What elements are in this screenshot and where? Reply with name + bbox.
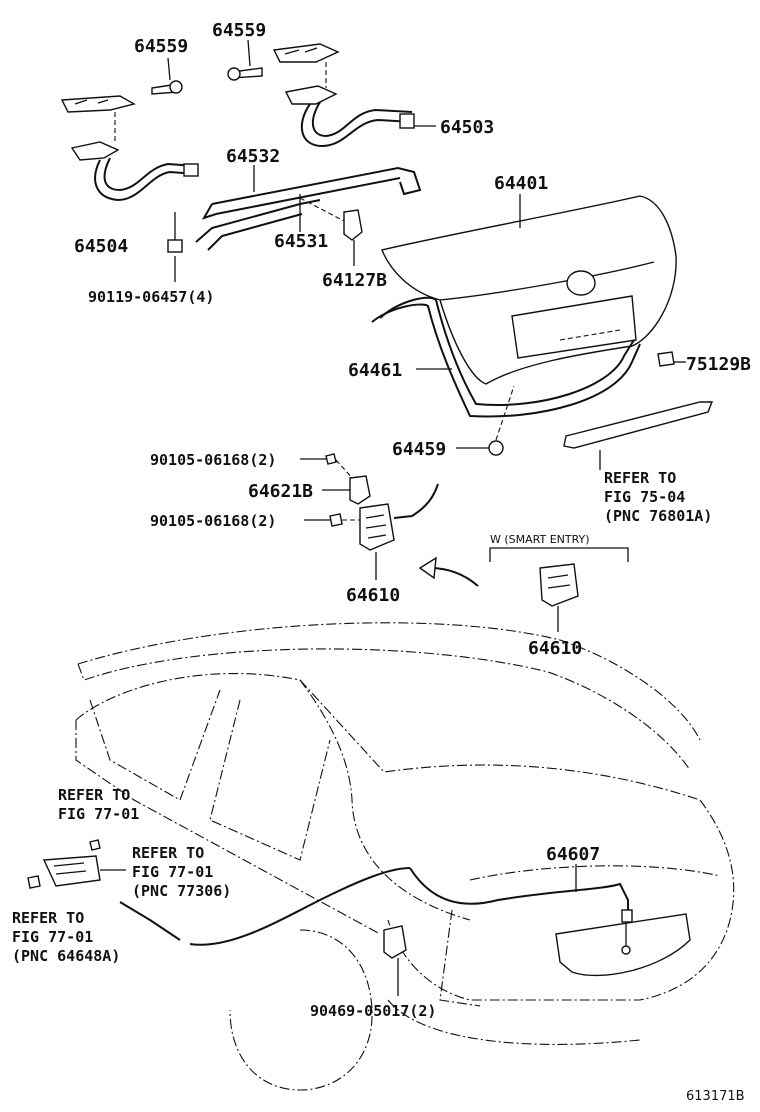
label-64610-smart: 64610	[528, 638, 582, 659]
label-64459: 64459	[392, 439, 446, 460]
refer-77a-line1: REFER TO	[58, 786, 130, 804]
label-64610: 64610	[346, 585, 400, 606]
refer-75-line3: (PNC 76801A)	[604, 507, 712, 525]
refer-77b-line3: (PNC 77306)	[132, 882, 231, 900]
label-64531: 64531	[274, 231, 328, 252]
label-64503: 64503	[440, 117, 494, 138]
refer-77b-line1: REFER TO	[132, 844, 204, 862]
refer-77a-line2: FIG 77-01	[58, 805, 139, 823]
refer-77c-line1: REFER TO	[12, 909, 84, 927]
lock-assembly-64610	[300, 453, 629, 632]
label-90119: 90119-06457(4)	[88, 288, 214, 306]
label-64504: 64504	[74, 236, 128, 257]
label-90105-top: 90105-06168(2)	[150, 451, 276, 469]
label-64559-right: 64559	[212, 20, 266, 41]
refer-77b-line2: FIG 77-01	[132, 863, 213, 881]
label-64607: 64607	[546, 844, 600, 865]
part-labels: 64559 64559 64503 64532 64401 64504 6453…	[12, 20, 751, 1104]
label-64461: 64461	[348, 360, 402, 381]
label-64401: 64401	[494, 173, 548, 194]
refer-75-line2: FIG 75-04	[604, 488, 685, 506]
label-90105-bottom: 90105-06168(2)	[150, 512, 276, 530]
torsion-rods	[195, 165, 422, 266]
refer-77c-line3: (PNC 64648A)	[12, 947, 120, 965]
refer-77c-line2: FIG 77-01	[12, 928, 93, 946]
label-75129b: 75129B	[686, 354, 751, 375]
label-64532: 64532	[226, 146, 280, 167]
refer-75-line1: REFER TO	[604, 469, 676, 487]
car-body-outline	[27, 622, 735, 1091]
label-64559-left: 64559	[134, 36, 188, 57]
label-64621b: 64621B	[248, 481, 313, 502]
figure-id: 613171B	[686, 1089, 745, 1104]
hinge-left-64504	[60, 57, 199, 282]
smart-entry-label: W (SMART ENTRY)	[490, 533, 590, 546]
trunk-lid-64401	[371, 194, 714, 470]
label-90469: 90469-05017(2)	[310, 1002, 436, 1020]
hinge-right-64503	[227, 39, 436, 148]
label-64127b: 64127B	[322, 270, 387, 291]
